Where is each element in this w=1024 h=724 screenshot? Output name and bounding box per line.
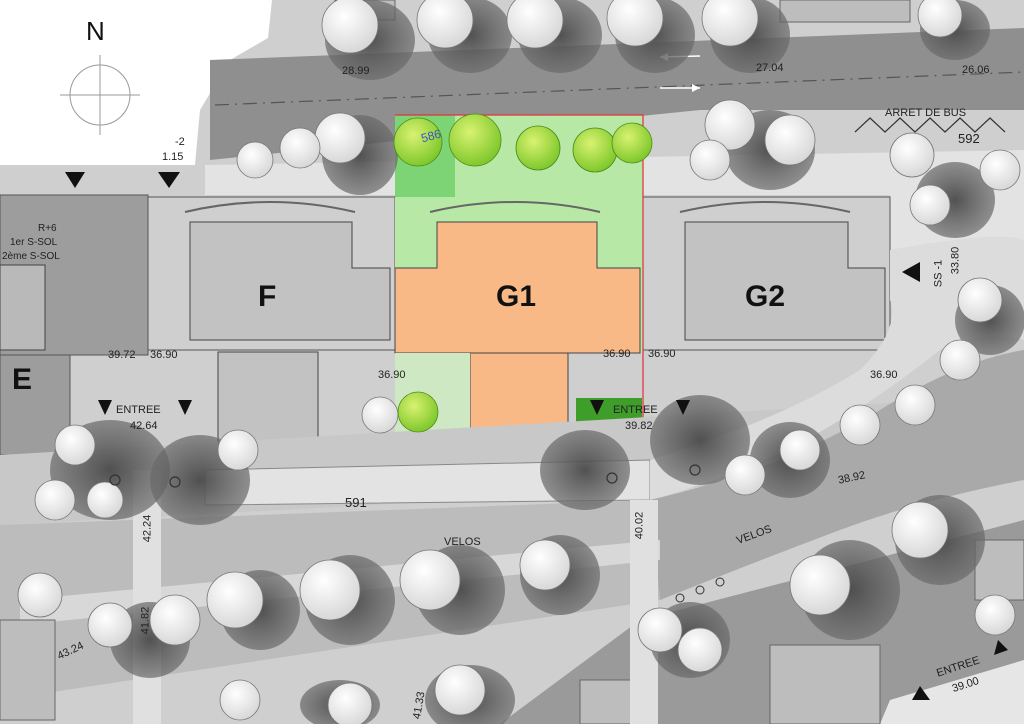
storey-note-2: 1er S-SOL: [10, 237, 58, 248]
wheelchair-icon: [109, 464, 701, 488]
parcel-591: 591: [345, 495, 367, 510]
level-f-left: 39.72: [108, 349, 136, 361]
building-g1-label: G1: [496, 280, 537, 313]
building-e-label: E: [12, 363, 33, 396]
bike-left-label: VELOS: [444, 536, 481, 548]
level-entree-center: 39.82: [625, 420, 653, 432]
triangle-arrow-icon: [65, 172, 1008, 700]
north-label: N: [86, 16, 105, 46]
level-g2-left: 36.90: [648, 348, 676, 360]
bus-stop-label: ARRET DE BUS: [885, 107, 967, 119]
level-road-mid: 27.04: [756, 62, 784, 74]
level-corner: 1.15: [162, 151, 184, 163]
level-path-left: 42.24: [141, 514, 154, 543]
level-path-center: 40.02: [633, 511, 646, 540]
compass-icon: [60, 55, 140, 135]
building-g2-label: G2: [745, 280, 786, 313]
level-parking: 33.80: [949, 246, 962, 275]
level-g2-right: 36.90: [870, 369, 898, 381]
level-lower-left: 41.82: [139, 606, 152, 635]
storey-note-1: R+6: [38, 223, 57, 234]
level-minus2: -2: [175, 136, 185, 148]
storey-note-3: 2ème S-SOL: [2, 251, 60, 262]
level-g1-right: 36.90: [603, 348, 631, 360]
parcel-592: 592: [958, 131, 980, 146]
bus-stop-icon: [854, 117, 1006, 133]
parking-label: SS -1: [932, 259, 945, 288]
level-road-right: 26.06: [962, 64, 990, 76]
entrance-center-label: ENTREE: [613, 404, 658, 416]
level-road-left: 28.99: [342, 65, 370, 77]
level-f-right: 36.90: [150, 349, 178, 361]
building-f-label: F: [258, 280, 277, 313]
level-entree-left: 42.64: [130, 420, 158, 432]
bicycle-icon: [675, 577, 725, 603]
level-courtyard: 36.90: [378, 369, 406, 381]
blank-area: [0, 0, 272, 165]
tree-icon: [17, 0, 1021, 724]
entrance-left-label: ENTREE: [116, 404, 161, 416]
tree-icon: [393, 113, 653, 433]
